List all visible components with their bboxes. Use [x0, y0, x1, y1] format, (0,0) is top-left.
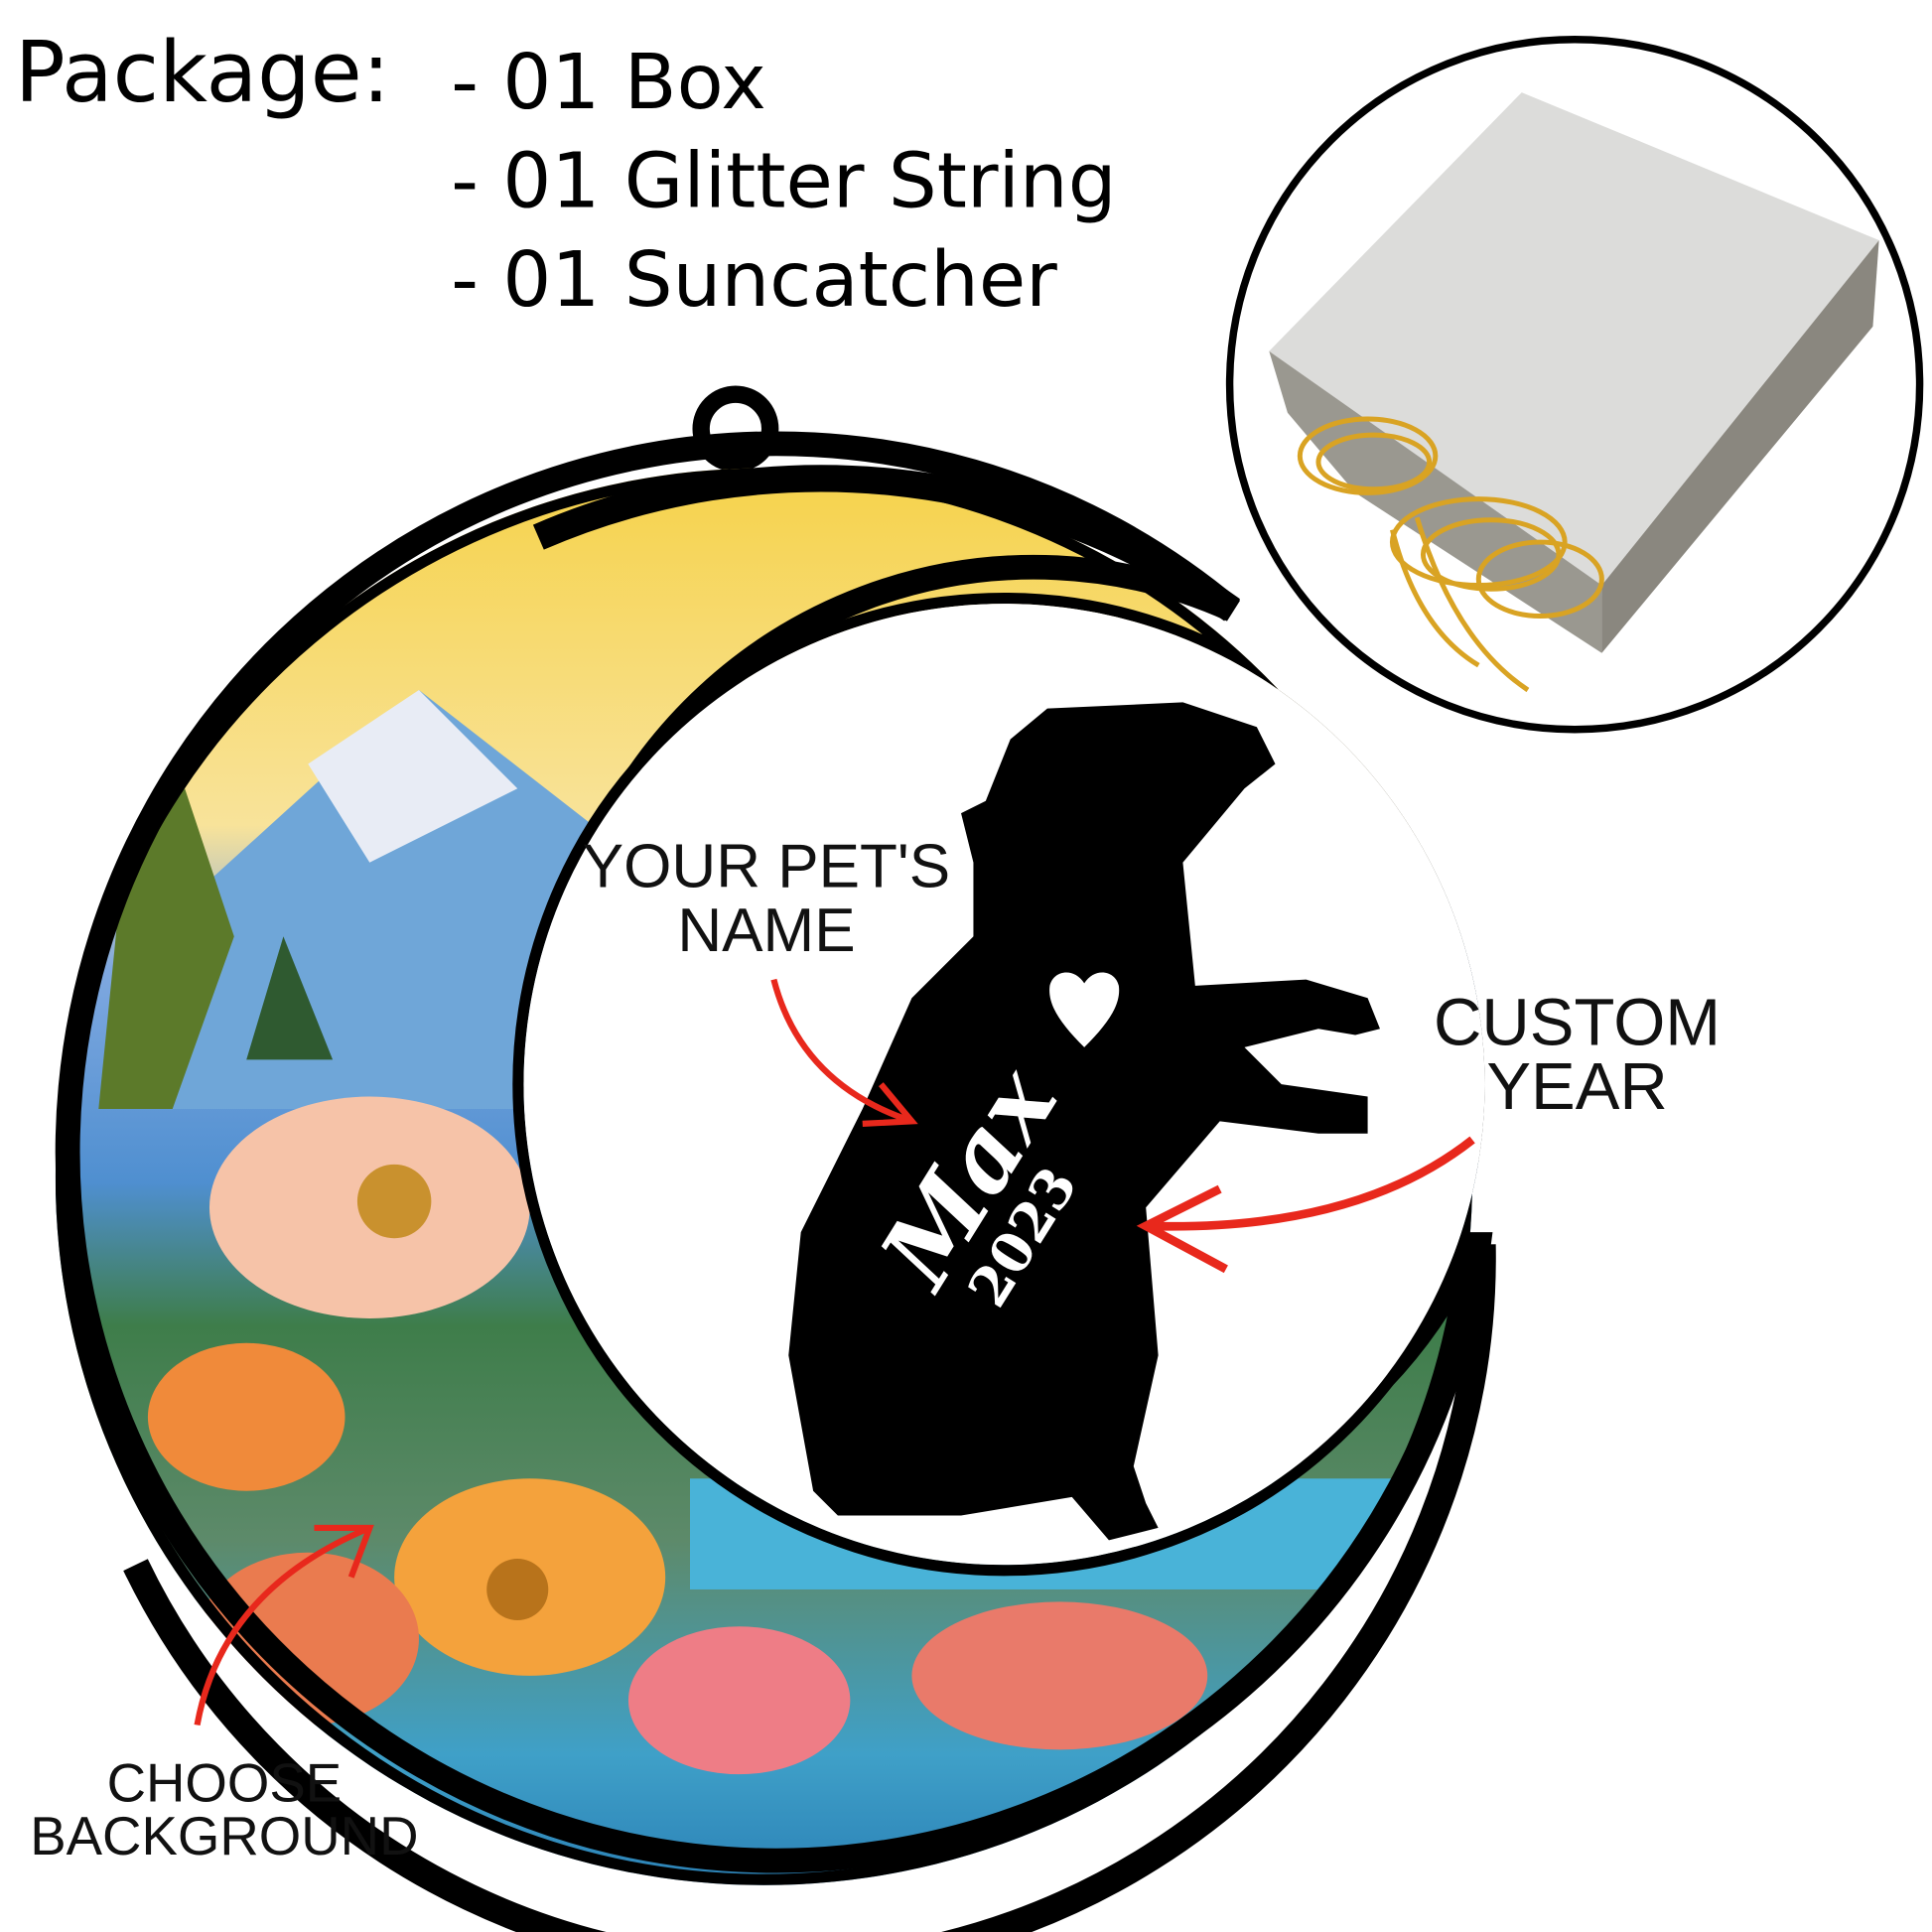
callout-pet-name-line1: YOUR PET'S — [583, 833, 950, 901]
box-lid — [1269, 92, 1879, 586]
glitter-string — [1297, 416, 1604, 693]
capybara-silhouette — [788, 702, 1380, 1541]
package-title: Package: — [15, 24, 390, 121]
callout-pet-name-line2: NAME — [677, 897, 855, 965]
package-item-string: - 01 Glitter String — [451, 138, 1116, 226]
package-photo — [1225, 35, 1924, 734]
callout-background-line1: CHOOSE — [107, 1752, 343, 1813]
heart-icon — [1049, 972, 1120, 1047]
arrow-icon — [1136, 1136, 1475, 1274]
arrow-icon — [194, 1524, 374, 1726]
callout-year-line1: CUSTOM — [1434, 985, 1721, 1059]
hanger-ring — [692, 385, 779, 473]
callout-year-line2: YEAR — [1486, 1049, 1667, 1124]
suncatcher-ornament: Max 2023 — [55, 385, 1496, 1932]
callout-background-line2: BACKGROUND — [30, 1806, 418, 1866]
package-item-box: - 01 Box — [451, 39, 766, 127]
package-item-suncatcher: - 01 Suncatcher — [451, 236, 1057, 325]
arrow-icon — [770, 978, 918, 1127]
